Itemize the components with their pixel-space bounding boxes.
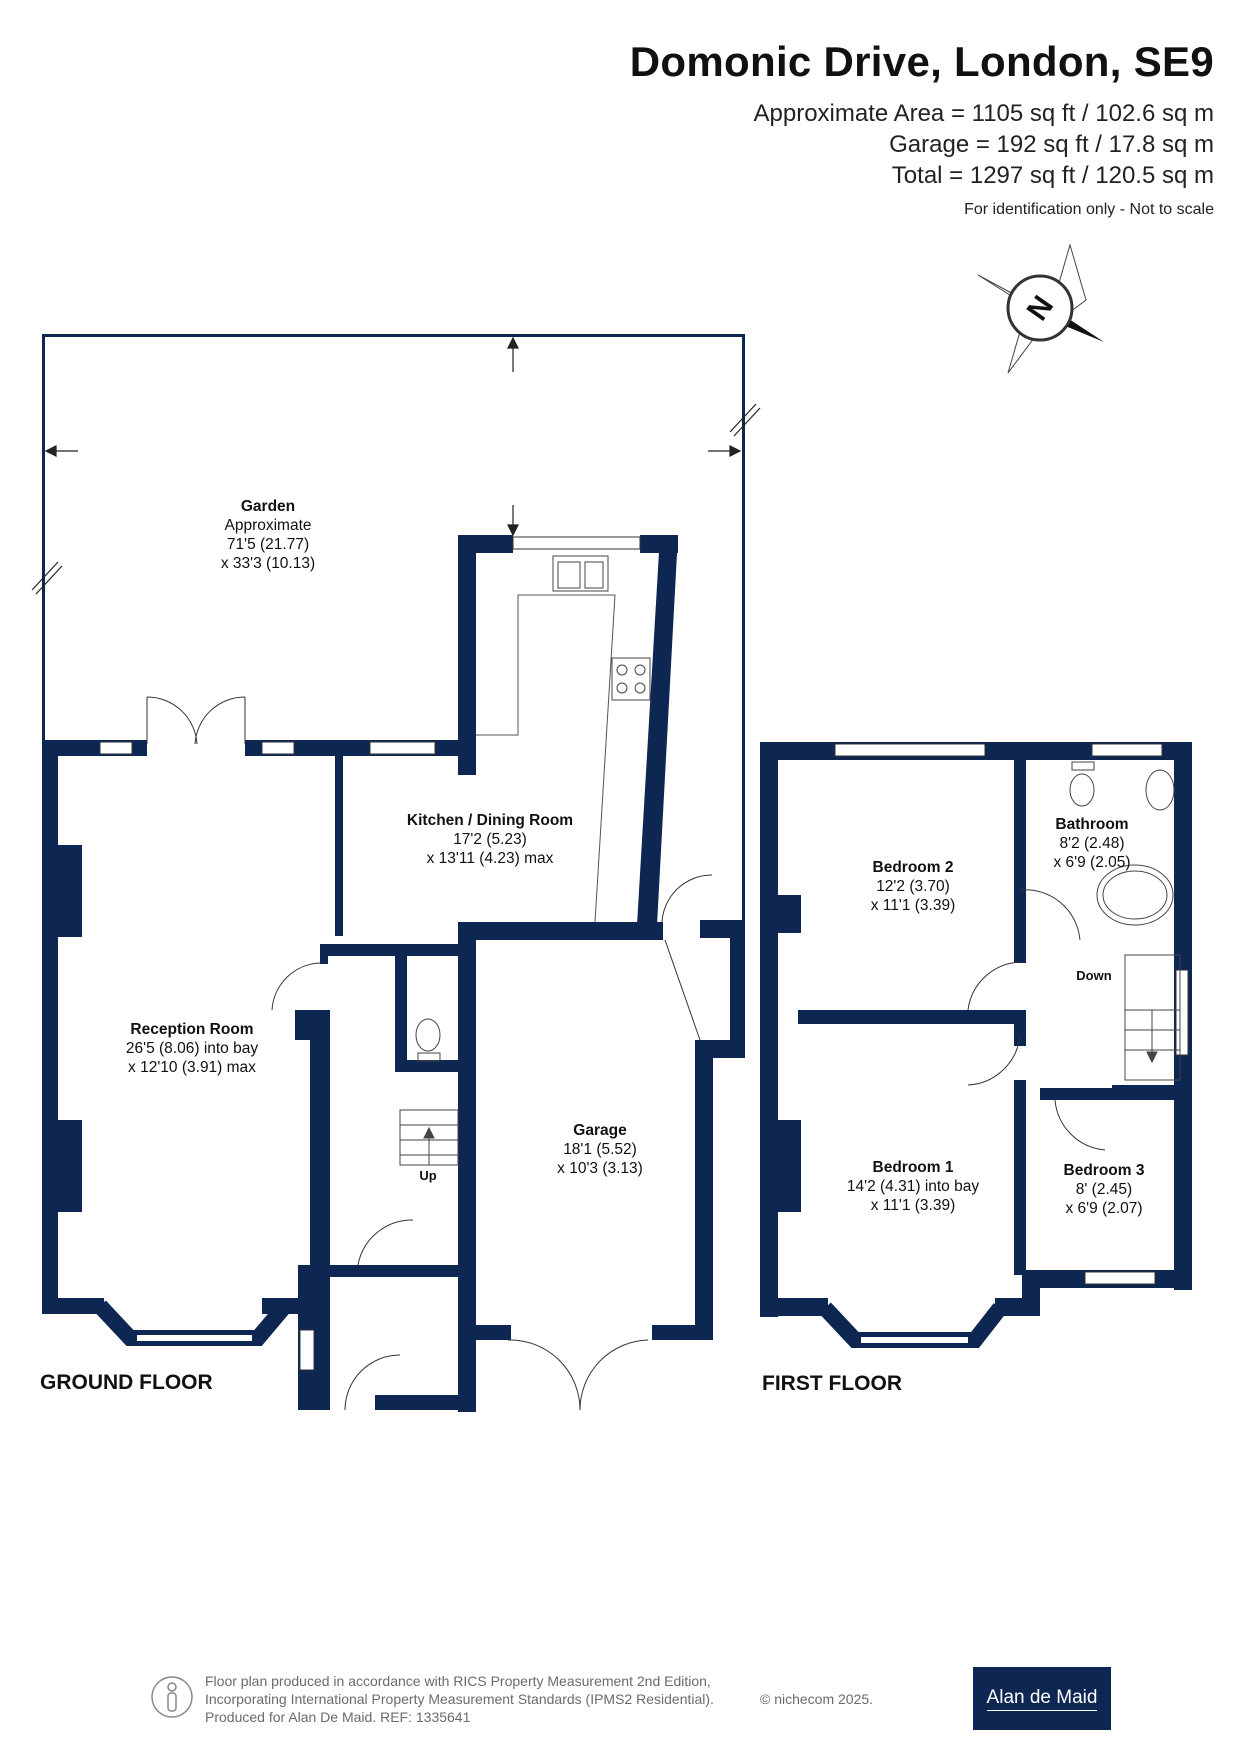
plan-header: Domonic Drive, London, SE9 Approximate A…	[630, 38, 1214, 219]
bathroom-label: Bathroom 8'2 (2.48) x 6'9 (2.05)	[1053, 816, 1130, 871]
svg-text:Approximate: Approximate	[224, 517, 311, 534]
svg-text:Bathroom: Bathroom	[1055, 816, 1128, 833]
svg-text:x 12'10 (3.91) max: x 12'10 (3.91) max	[128, 1059, 256, 1076]
bath-icon	[1096, 864, 1174, 926]
svg-text:x 13'11 (4.23) max: x 13'11 (4.23) max	[427, 850, 554, 867]
bay-walls	[94, 1300, 1007, 1348]
svg-text:x 11'1 (3.39): x 11'1 (3.39)	[871, 1197, 956, 1214]
footer-line-2: Incorporating International Property Mea…	[205, 1691, 714, 1707]
svg-text:8' (2.45): 8' (2.45)	[1076, 1181, 1132, 1198]
reception-room-label: Reception Room 26'5 (8.06) into bay x 12…	[126, 1021, 258, 1076]
total-area: Total = 1297 sq ft / 120.5 sq m	[891, 162, 1214, 189]
svg-text:71'5 (21.77): 71'5 (21.77)	[227, 536, 309, 553]
svg-text:Kitchen / Dining Room: Kitchen / Dining Room	[407, 812, 573, 829]
toilet-icon	[415, 761, 1095, 1062]
svg-text:Bedroom 2: Bedroom 2	[873, 859, 954, 876]
svg-text:Garage: Garage	[573, 1122, 627, 1139]
hob-icon	[611, 657, 651, 701]
svg-text:Bedroom 1: Bedroom 1	[873, 1159, 954, 1176]
first-floor-label: FIRST FLOOR	[762, 1372, 902, 1395]
svg-text:Garden: Garden	[241, 498, 295, 515]
svg-text:Bedroom 3: Bedroom 3	[1064, 1162, 1145, 1179]
bedroom-2-label: Bedroom 2 12'2 (3.70) x 11'1 (3.39)	[871, 859, 956, 914]
kitchen-worktop	[476, 594, 616, 923]
sink-icon	[552, 555, 609, 592]
identification-note: For identification only - Not to scale	[964, 201, 1214, 218]
svg-text:26'5 (8.06) into bay: 26'5 (8.06) into bay	[126, 1040, 258, 1057]
brand-name: Alan de Maid	[986, 1687, 1098, 1711]
person-icon	[151, 1676, 193, 1718]
approximate-area: Approximate Area = 1105 sq ft / 102.6 sq…	[753, 100, 1215, 127]
stairs-icon	[399, 954, 1181, 1166]
stairs-up-label: Up	[419, 1168, 436, 1183]
svg-text:17'2 (5.23): 17'2 (5.23)	[453, 831, 527, 848]
garage-area: Garage = 192 sq ft / 17.8 sq m	[889, 131, 1214, 158]
stairs-down-label: Down	[1076, 968, 1111, 983]
garden-label: Garden Approximate 71'5 (21.77) x 33'3 (…	[221, 498, 315, 572]
walls	[42, 334, 1192, 1412]
svg-text:14'2 (4.31) into bay: 14'2 (4.31) into bay	[847, 1178, 979, 1195]
bedroom-3-label: Bedroom 3 8' (2.45) x 6'9 (2.07)	[1064, 1162, 1145, 1217]
footer-notes: Floor plan produced in accordance with R…	[205, 1672, 873, 1726]
svg-text:x 10'3 (3.13): x 10'3 (3.13)	[557, 1160, 643, 1177]
svg-text:x 6'9 (2.07): x 6'9 (2.07)	[1065, 1200, 1142, 1217]
door-swings	[146, 696, 1106, 1411]
windows	[99, 536, 1189, 1371]
svg-text:12'2 (3.70): 12'2 (3.70)	[876, 878, 950, 895]
garden-dimension-arrows	[31, 336, 761, 595]
svg-text:x 33'3 (10.13): x 33'3 (10.13)	[221, 555, 315, 572]
kitchen-dining-label: Kitchen / Dining Room 17'2 (5.23) x 13'1…	[407, 812, 573, 867]
garage-label: Garage 18'1 (5.52) x 10'3 (3.13)	[557, 1122, 643, 1177]
svg-text:Reception Room: Reception Room	[130, 1021, 253, 1038]
basin-icon	[1145, 769, 1175, 811]
bedroom-1-label: Bedroom 1 14'2 (4.31) into bay x 11'1 (3…	[847, 1159, 979, 1214]
footer-line-3: Produced for Alan De Maid. REF: 1335641	[205, 1709, 471, 1725]
svg-text:8'2 (2.48): 8'2 (2.48)	[1060, 835, 1125, 852]
property-title: Domonic Drive, London, SE9	[629, 38, 1214, 85]
svg-text:x 11'1 (3.39): x 11'1 (3.39)	[871, 897, 956, 914]
brand-logo: Alan de Maid	[973, 1667, 1111, 1730]
ground-floor-label: GROUND FLOOR	[40, 1371, 213, 1394]
footer-line-1: Floor plan produced in accordance with R…	[205, 1673, 711, 1689]
copyright: © nichecom 2025.	[760, 1691, 874, 1707]
svg-text:18'1 (5.52): 18'1 (5.52)	[563, 1141, 637, 1158]
bay-windows	[137, 1335, 968, 1343]
compass-icon: N	[977, 243, 1104, 374]
svg-text:x 6'9 (2.05): x 6'9 (2.05)	[1053, 854, 1130, 871]
